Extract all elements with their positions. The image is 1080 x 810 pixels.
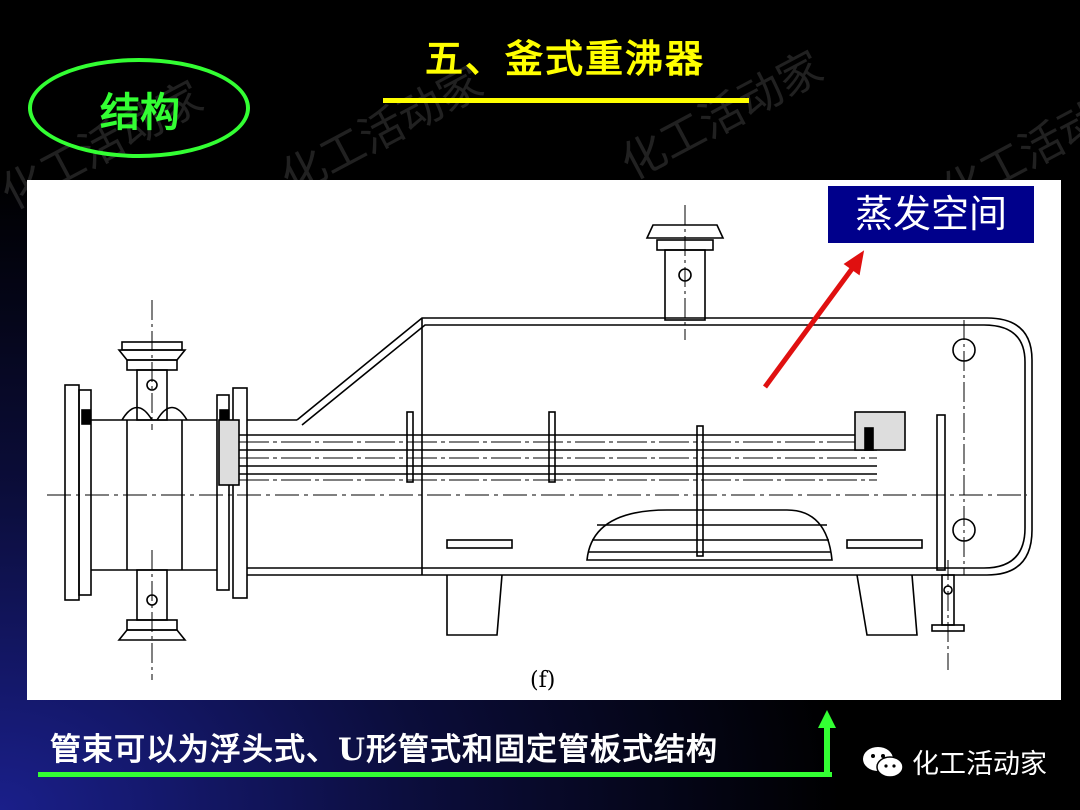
vapor-space-callout: 蒸发空间 [828, 186, 1034, 243]
up-arrow-icon [818, 710, 836, 728]
left-flange-outer [64, 384, 80, 601]
figure-label: (f) [530, 668, 556, 693]
kettle-shell [247, 317, 1033, 576]
section-label: 结构 [100, 90, 180, 136]
brand-text: 化工活动家 [912, 749, 1047, 780]
red-arrow [762, 260, 860, 389]
section-ellipse [28, 58, 250, 158]
slide-title: 五、釜式重沸器 [424, 37, 705, 81]
brand: 化工活动家 [862, 742, 1047, 781]
reboiler-diagram: (f) [27, 180, 1061, 700]
reboiler-drawing [47, 205, 1033, 680]
up-arrow-shaft [824, 724, 830, 777]
bottom-caption: 管束可以为浮头式、U形管式和固定管板式结构 [50, 732, 719, 768]
title-underline [383, 98, 749, 103]
wechat-icon [862, 745, 904, 779]
bottom-underline [38, 772, 832, 777]
